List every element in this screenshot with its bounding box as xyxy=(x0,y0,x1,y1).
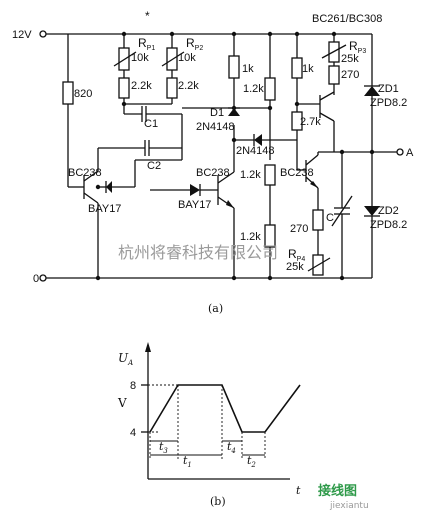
terminals xyxy=(39,30,404,282)
interval-markers xyxy=(150,440,265,456)
waveform-trace xyxy=(149,384,301,433)
q1-label: BC238 xyxy=(68,167,102,179)
waveform-labels: UA V 8 4 t t3 t1 t4 t2 (b) xyxy=(117,351,301,508)
y-unit-label: V xyxy=(117,396,127,410)
caption-a: (a) xyxy=(208,302,223,315)
watermark-logo: 接线图 xyxy=(318,483,357,499)
transistor-header: BC261/BC308 xyxy=(312,13,382,25)
t-axis-label: t xyxy=(296,484,301,497)
rp3-value: 25k xyxy=(341,53,359,65)
zd1-label: ZD1 xyxy=(378,83,399,95)
rail-12v-label: 12V xyxy=(12,29,32,41)
zd2-label: ZD2 xyxy=(378,205,399,217)
q3-label: BC238 xyxy=(280,167,314,179)
waveform-axes xyxy=(141,348,290,480)
rp2-value: 10k xyxy=(178,52,196,64)
c1-label: C1 xyxy=(144,118,158,130)
rp1-value: 10k xyxy=(131,52,149,64)
r2k7-label: 2.7k xyxy=(300,116,321,128)
r270-b-label: 270 xyxy=(290,223,308,235)
t1-label: t1 xyxy=(183,454,192,469)
r2k2b-label: 2.2k xyxy=(178,80,199,92)
tick-4-label: 4 xyxy=(130,427,136,439)
bay17-a-label: BAY17 xyxy=(88,203,121,215)
r1k2-b-label: 1.2k xyxy=(240,169,261,181)
junction-dots xyxy=(95,31,375,281)
r1k2-c-label: 1.2k xyxy=(240,231,261,243)
r1k-b-label: 1k xyxy=(302,63,314,75)
rail-0-label: 0 xyxy=(33,273,39,285)
r1k2-a-label: 1.2k xyxy=(243,83,264,95)
waveform-guides xyxy=(148,384,266,459)
q2-label: BC238 xyxy=(196,167,230,179)
t3-label: t3 xyxy=(159,440,168,455)
zd2-type-label: ZPD8.2 xyxy=(370,219,407,231)
t4-label: t4 xyxy=(227,440,236,455)
rp3-label: RP3 xyxy=(349,39,366,55)
d1-label: D1 xyxy=(210,107,224,119)
caption-b: (b) xyxy=(210,495,226,508)
y-axis-arrow xyxy=(145,342,151,352)
c2-label: C2 xyxy=(147,160,161,172)
r820-label: 820 xyxy=(74,88,92,100)
r2k2a-label: 2.2k xyxy=(131,80,152,92)
y-axis-label: UA xyxy=(118,351,133,367)
r1k-a-label: 1k xyxy=(242,63,254,75)
circuit-wiring xyxy=(46,33,398,279)
t2-label: t2 xyxy=(247,454,256,469)
bay17-b-label: BAY17 xyxy=(178,199,211,211)
rp4-value: 25k xyxy=(286,261,304,273)
d2-type-label: 2N4148 xyxy=(236,145,275,157)
rp1-label: RP1 xyxy=(138,36,155,52)
diode-triangles xyxy=(106,86,380,216)
watermark-url: jiexiantu xyxy=(329,501,369,511)
circuit-labels: BC261/BC308 12V 0 A * 820 RP1 10k 2.2k R… xyxy=(12,9,414,315)
output-a-label: A xyxy=(406,147,414,159)
rp4-label: RP4 xyxy=(288,247,305,263)
watermark-top: 杭州将睿科技有限公司 xyxy=(118,243,278,262)
asterisk-mark: * xyxy=(145,9,150,23)
r270-top-label: 270 xyxy=(341,69,359,81)
tick-8-label: 8 xyxy=(130,380,136,392)
c-label: C xyxy=(326,212,334,224)
d1-type-label: 2N4148 xyxy=(196,121,235,133)
rp2-label: RP2 xyxy=(186,36,203,52)
zd1-type-label: ZPD8.2 xyxy=(370,97,407,109)
